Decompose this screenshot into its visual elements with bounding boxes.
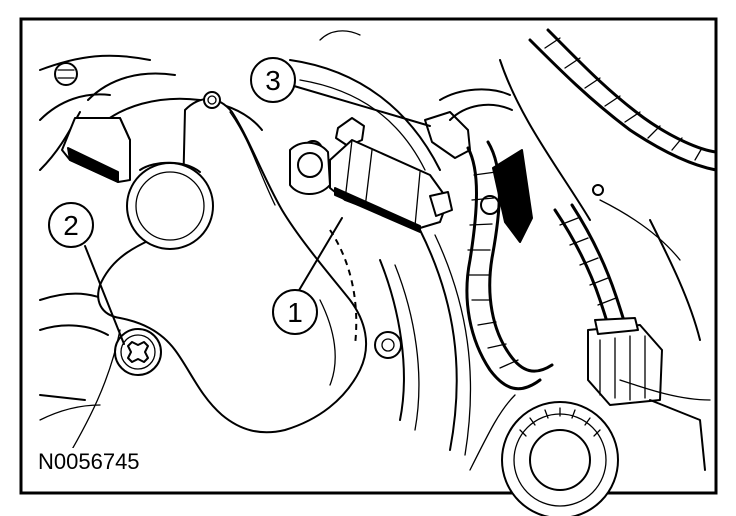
figure-id-label: N0056745 xyxy=(38,449,140,474)
callout-3: 3 xyxy=(250,57,431,127)
callout-1: 1 xyxy=(272,217,343,335)
callout-2: 2 xyxy=(48,202,125,345)
callout-2-label: 2 xyxy=(63,210,79,241)
callout-1-label: 1 xyxy=(287,297,303,328)
callout-3-label: 3 xyxy=(265,65,281,96)
drawing-linework xyxy=(39,28,718,516)
direction-arrow-icon xyxy=(492,149,533,243)
